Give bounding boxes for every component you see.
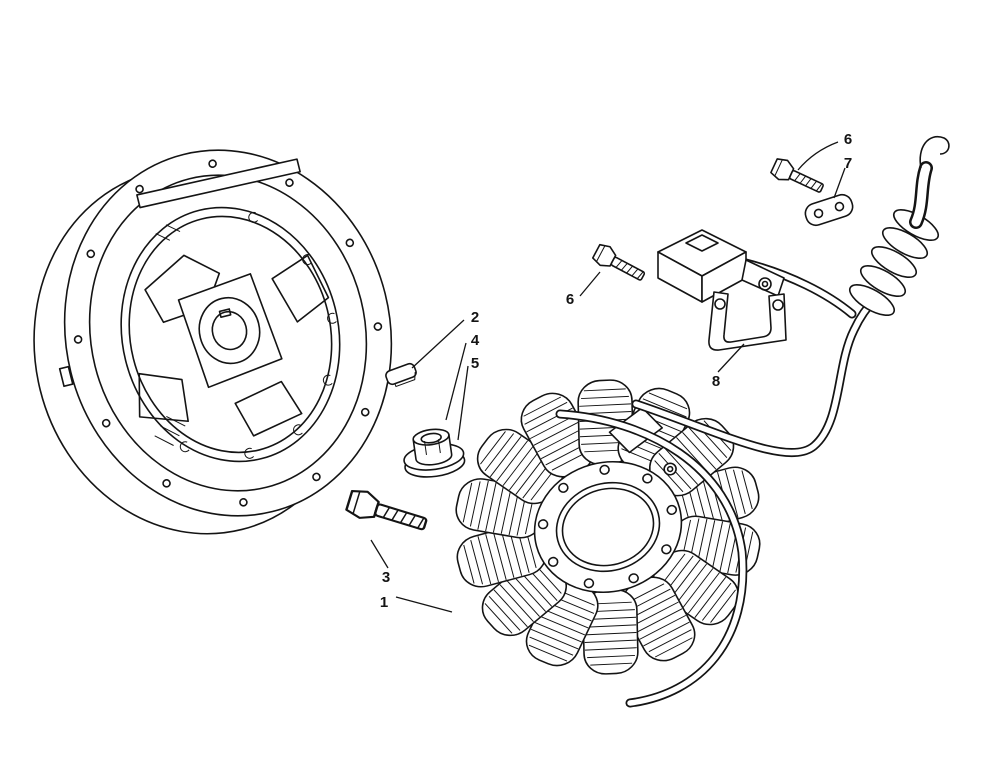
pickup-sensor: [657, 229, 785, 303]
callout-1: 1: [380, 594, 388, 611]
callout-5: 5: [471, 355, 479, 372]
stator-assembly: [451, 378, 765, 676]
callout-6-top: 6: [844, 131, 852, 148]
callout-4: 4: [471, 332, 480, 349]
callout-7: 7: [844, 155, 852, 172]
flange-bolt: [344, 486, 431, 538]
callout-8: 8: [712, 373, 720, 390]
callout-2: 2: [471, 309, 479, 326]
mounting-bracket: [708, 291, 787, 351]
hex-bolt-mid: [590, 241, 649, 287]
flywheel-rotor: [33, 149, 393, 535]
callout-3: 3: [382, 569, 390, 586]
woodruff-key: [385, 362, 417, 388]
retainer-plate: [804, 193, 854, 227]
callout-leaders: [370, 141, 846, 613]
flange-nut: [403, 428, 466, 478]
harness-boot: [848, 135, 950, 317]
callout-6-mid: 6: [566, 291, 574, 308]
hex-bolt-top: [768, 155, 828, 199]
